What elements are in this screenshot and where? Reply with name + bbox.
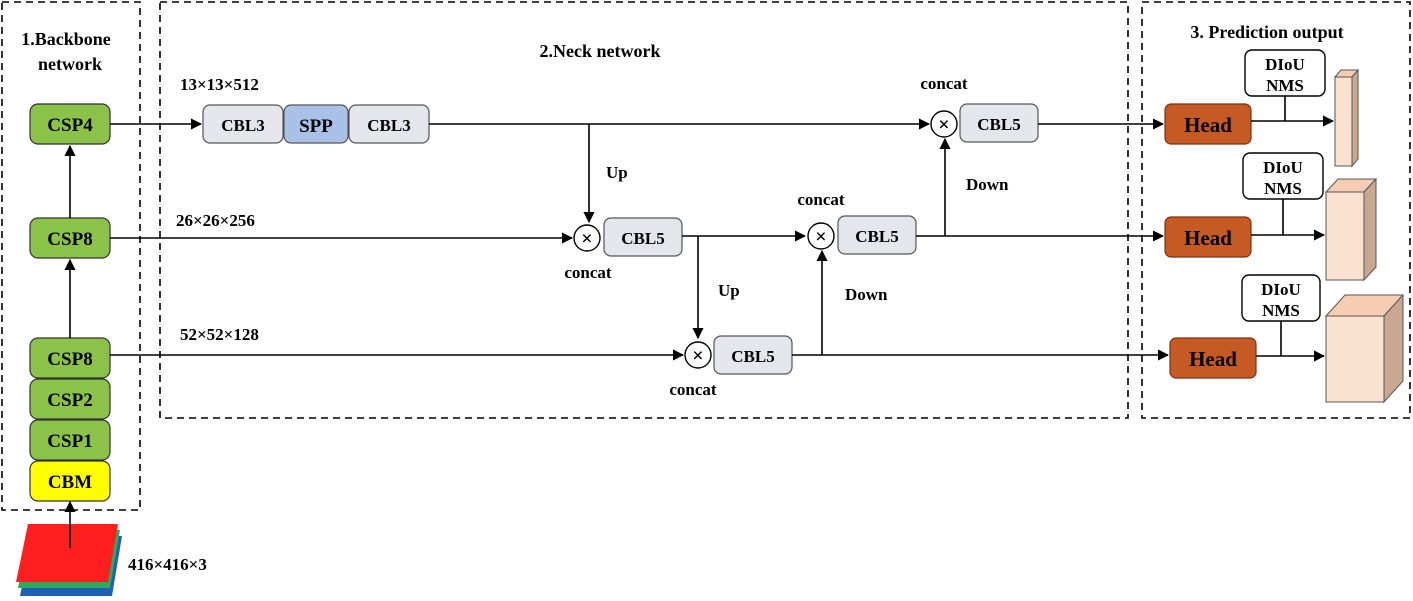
cbl5-top-label: CBL5 (977, 115, 1020, 134)
spp-label: SPP (299, 116, 333, 137)
head-low-label: Head (1189, 347, 1237, 371)
nms-low-line1: DIoU (1261, 280, 1301, 299)
backbone-title-line1: 1.Backbone (21, 29, 111, 49)
csp8-low-label: CSP8 (47, 349, 92, 370)
csp1-block (29, 419, 111, 461)
head-top-block (1164, 103, 1252, 145)
output-cuboid-large (1324, 293, 1405, 404)
nms-mid-line2: NMS (1264, 179, 1302, 198)
down1-label: Down (966, 175, 1009, 194)
up2-label: Up (718, 281, 740, 300)
cbl3-b-label: CBL3 (367, 116, 410, 135)
head-top-label: Head (1184, 113, 1232, 137)
cbl5-mid-b-label: CBL5 (855, 227, 898, 246)
csp2-label: CSP2 (47, 390, 92, 411)
nms-top-line1: DIoU (1265, 55, 1305, 74)
nms-low-box (1241, 274, 1321, 322)
cbl5-mid-a-label: CBL5 (621, 229, 664, 248)
concat-mid-a-symbol: × (581, 228, 592, 250)
input-size-label: 416×416×3 (128, 555, 207, 574)
csp2-block (29, 378, 111, 420)
nms-top-line2: NMS (1266, 76, 1304, 95)
neck-frame (159, 1, 1129, 419)
nms-top-box (1244, 49, 1326, 97)
concat-top-node (930, 110, 958, 138)
concat-top-symbol: × (938, 114, 949, 136)
cbl5-low-label: CBL5 (731, 347, 774, 366)
concat-mid-b-symbol: × (815, 226, 826, 248)
spp-block (283, 104, 349, 144)
concat-mid-a-node (573, 224, 601, 252)
nms-mid-box (1242, 152, 1324, 200)
neck-title: 2.Neck network (540, 41, 661, 61)
head-low-block (1169, 337, 1257, 379)
concat-low-node (684, 341, 712, 369)
concat-mid-b-node (807, 222, 835, 250)
csp1-label: CSP1 (47, 431, 92, 452)
backbone-blocks: CSP4 CSP8 CSP8 CSP2 CSP1 CBM (29, 103, 111, 502)
cbl5-mid-b-block (837, 215, 917, 255)
down2-label: Down (845, 285, 888, 304)
concat-low-symbol: × (692, 345, 703, 367)
prediction-frame (1141, 1, 1411, 419)
cbl5-top-block (959, 103, 1039, 143)
cbl5-mid-a-block (603, 217, 683, 257)
input-image-stack (16, 524, 122, 596)
concat-low-label: concat (669, 380, 717, 399)
output-cuboid-small (1333, 68, 1360, 168)
nms-mid-line1: DIoU (1263, 158, 1303, 177)
feature-size-13: 13×13×512 (180, 75, 259, 94)
cbm-block (29, 460, 111, 502)
head-mid-block (1164, 216, 1252, 258)
backbone-title-line2: network (38, 54, 102, 74)
feature-size-26: 26×26×256 (176, 211, 255, 230)
cbl3-a-block (202, 104, 284, 144)
prediction-title: 3. Prediction output (1190, 22, 1343, 42)
concat-mid-a-label: concat (564, 263, 612, 282)
up1-label: Up (606, 163, 628, 182)
concat-mid-b-label: concat (797, 190, 845, 209)
cbl3-a-label: CBL3 (221, 116, 264, 135)
cbm-label: CBM (48, 472, 92, 493)
input-layer-red (16, 524, 118, 582)
csp4-label: CSP4 (47, 115, 93, 136)
concat-top-label: concat (920, 74, 968, 93)
feature-size-52: 52×52×128 (180, 325, 259, 344)
csp8-mid-label: CSP8 (47, 229, 92, 250)
output-cuboid-medium (1324, 177, 1378, 282)
head-mid-label: Head (1184, 226, 1232, 250)
nms-low-line2: NMS (1262, 301, 1300, 320)
